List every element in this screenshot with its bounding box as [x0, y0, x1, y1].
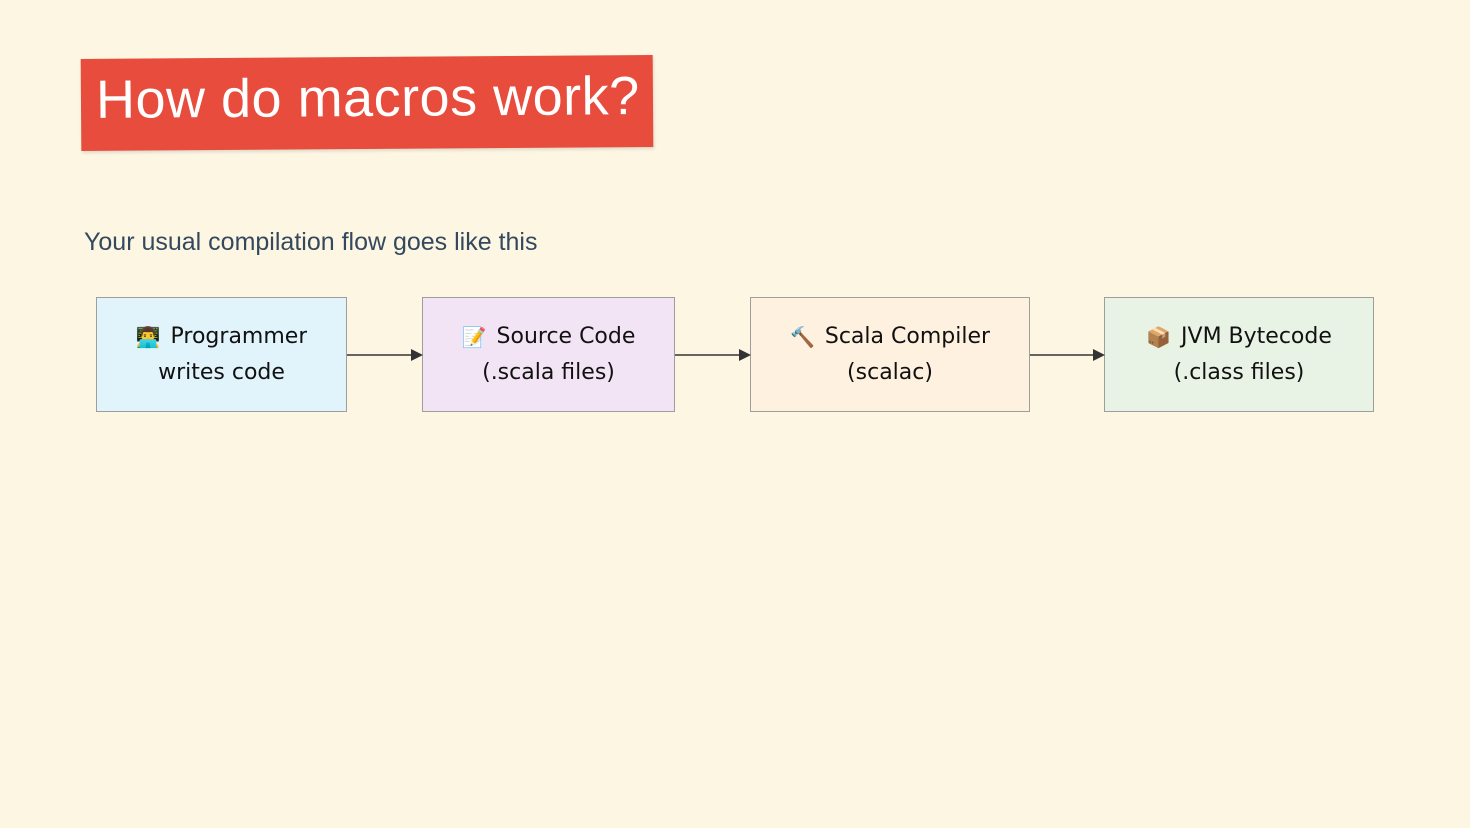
flow-node-jvm-bytecode: 📦 JVM Bytecode (.class files)	[1104, 297, 1374, 412]
node-subtitle: (scalac)	[847, 359, 933, 385]
slide-title: How do macros work?	[95, 66, 640, 130]
node-subtitle: writes code	[158, 359, 285, 385]
node-title: Scala Compiler	[824, 323, 991, 349]
slide-subtitle: Your usual compilation flow goes like th…	[84, 228, 538, 256]
node-title: Source Code	[496, 323, 636, 349]
package-icon: 📦	[1146, 324, 1172, 349]
flow-node-source-code: 📝 Source Code (.scala files)	[422, 297, 675, 412]
node-title: Programmer	[170, 323, 308, 349]
node-subtitle: (.scala files)	[482, 359, 615, 385]
slide-title-banner: How do macros work?	[80, 55, 654, 151]
node-title: JVM Bytecode	[1181, 323, 1332, 349]
flow-node-programmer: 👨‍💻 Programmer writes code	[96, 297, 347, 412]
hammer-icon: 🔨	[789, 324, 815, 349]
memo-icon: 📝	[461, 324, 487, 349]
programmer-icon: 👨‍💻	[135, 324, 161, 349]
node-subtitle: (.class files)	[1173, 359, 1305, 385]
flow-node-scala-compiler: 🔨 Scala Compiler (scalac)	[750, 297, 1030, 412]
